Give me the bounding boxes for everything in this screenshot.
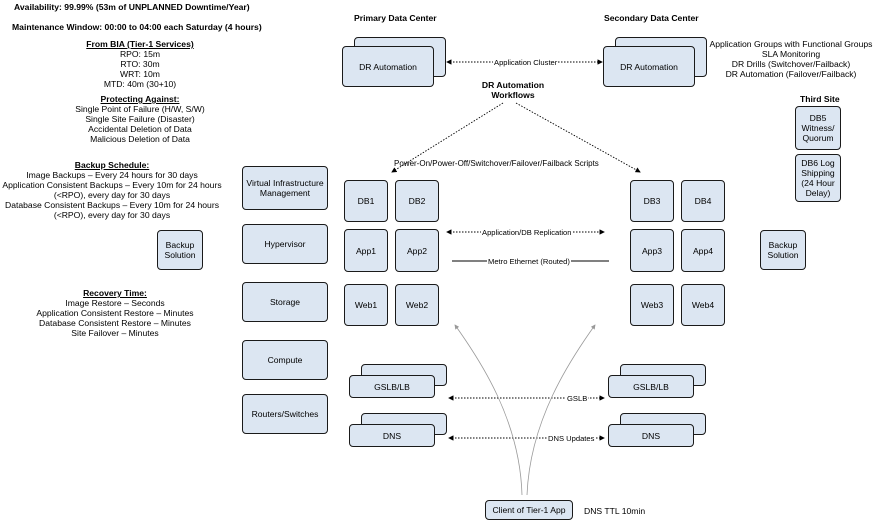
bia-rpo: RPO: 15m (119, 49, 161, 59)
dr-automation-primary[interactable]: DR Automation (342, 37, 446, 87)
gslb-lb-secondary-label: GSLB/LB (608, 375, 694, 398)
db6-log-shipping[interactable]: DB6 Log Shipping (24 Hour Delay) (795, 154, 841, 202)
gslb-lb-secondary[interactable]: GSLB/LB (608, 364, 706, 398)
client-tier1-app[interactable]: Client of Tier-1 App (485, 500, 573, 520)
backup-block: Backup Schedule: Image Backups – Every 2… (0, 160, 224, 220)
protect-title: Protecting Against: (100, 94, 180, 104)
dr-automation-primary-label: DR Automation (342, 46, 434, 87)
third-site-header: Third Site (800, 94, 840, 104)
recovery-item: Image Restore – Seconds (65, 298, 165, 308)
protect-item: Single Point of Failure (H/W, S/W) (75, 104, 205, 114)
recovery-item: Application Consistent Restore – Minutes (36, 308, 194, 318)
bia-rto: RTO: 30m (120, 59, 160, 69)
dns-ttl-text: DNS TTL 10min (584, 506, 646, 516)
server-web4[interactable]: Web4 (681, 284, 725, 326)
replication-label: Application/DB Replication (481, 228, 573, 237)
server-web1[interactable]: Web1 (344, 284, 388, 326)
gslb-lb-primary[interactable]: GSLB/LB (349, 364, 447, 398)
layer-hypervisor[interactable]: Hypervisor (242, 224, 328, 264)
dns-primary-label: DNS (349, 424, 435, 447)
client-to-primary-curve (454, 324, 523, 496)
backup-item: (<RPO), every day for 30 days (53, 210, 171, 220)
protect-item: Single Site Failure (Disaster) (85, 114, 195, 124)
dns-secondary[interactable]: DNS (608, 413, 706, 447)
layer-compute[interactable]: Compute (242, 340, 328, 380)
workflows-title: DR Automation Workflows (481, 80, 545, 100)
server-app4[interactable]: App4 (681, 229, 725, 272)
dr-automation-secondary-label: DR Automation (603, 46, 695, 87)
metro-ethernet-label: Metro Ethernet (Routed) (487, 257, 571, 266)
protect-item: Malicious Deletion of Data (90, 134, 190, 144)
protect-item: Accidental Deletion of Data (88, 124, 192, 134)
recovery-item: Site Failover – Minutes (71, 328, 159, 338)
recovery-item: Database Consistent Restore – Minutes (39, 318, 191, 328)
server-db4[interactable]: DB4 (681, 180, 725, 222)
server-app3[interactable]: App3 (630, 229, 674, 272)
note-item: DR Automation (Failover/Failback) (725, 69, 857, 79)
workflow-scripts-label: Power-On/Power-Off/Switchover/Failover/F… (394, 159, 599, 168)
protect-block: Protecting Against: Single Point of Fail… (40, 94, 240, 144)
backup-item: Database Consistent Backups – Every 10m … (4, 200, 219, 210)
server-db1[interactable]: DB1 (344, 180, 388, 222)
workflow-arrow-secondary (515, 102, 641, 173)
bia-title: From BIA (Tier-1 Services) (86, 39, 194, 49)
bia-wrt: WRT: 10m (120, 69, 160, 79)
server-db2[interactable]: DB2 (395, 180, 439, 222)
maintenance-text: Maintenance Window: 00:00 to 04:00 each … (12, 22, 262, 32)
backup-item: Image Backups – Every 24 hours for 30 da… (26, 170, 198, 180)
client-to-secondary-curve (526, 324, 596, 496)
server-app2[interactable]: App2 (395, 229, 439, 272)
note-item: SLA Monitoring (761, 49, 821, 59)
right-notes: Application Groups with Functional Group… (706, 39, 876, 79)
backup-item: Application Consistent Backups – Every 1… (2, 180, 222, 190)
server-db3[interactable]: DB3 (630, 180, 674, 222)
availability-text: Availability: 99.99% (53m of UNPLANNED D… (14, 2, 250, 12)
workflow-arrow-primary (391, 102, 504, 173)
layer-routers-switches[interactable]: Routers/Switches (242, 394, 328, 434)
secondary-dc-header: Secondary Data Center (604, 13, 699, 23)
backup-title: Backup Schedule: (74, 160, 150, 170)
dns-updates-label: DNS Updates (547, 434, 596, 443)
bia-mtd: MTD: 40m (30+10) (103, 79, 177, 89)
backup-solution-primary[interactable]: Backup Solution (157, 230, 203, 270)
db5-witness-quorum[interactable]: DB5 Witness/ Quorum (795, 106, 841, 150)
layer-storage[interactable]: Storage (242, 282, 328, 322)
dns-primary[interactable]: DNS (349, 413, 447, 447)
app-cluster-label: Application Cluster (493, 58, 559, 67)
server-web3[interactable]: Web3 (630, 284, 674, 326)
gslb-lb-primary-label: GSLB/LB (349, 375, 435, 398)
note-item: DR Drills (Switchover/Failback) (731, 59, 851, 69)
backup-solution-secondary[interactable]: Backup Solution (760, 230, 806, 270)
layer-virtual-infrastructure-management[interactable]: Virtual Infrastructure Management (242, 166, 328, 210)
gslb-link-label: GSLB (566, 394, 589, 403)
server-web2[interactable]: Web2 (395, 284, 439, 326)
recovery-title: Recovery Time: (83, 288, 147, 298)
server-app1[interactable]: App1 (344, 229, 388, 272)
primary-dc-header: Primary Data Center (354, 13, 437, 23)
dr-automation-secondary[interactable]: DR Automation (603, 37, 707, 87)
backup-item: (<RPO), every day for 30 days (53, 190, 171, 200)
note-item: Application Groups with Functional Group… (709, 39, 873, 49)
bia-block: From BIA (Tier-1 Services) RPO: 15m RTO:… (40, 39, 240, 89)
recovery-block: Recovery Time: Image Restore – Seconds A… (10, 288, 220, 338)
dns-secondary-label: DNS (608, 424, 694, 447)
